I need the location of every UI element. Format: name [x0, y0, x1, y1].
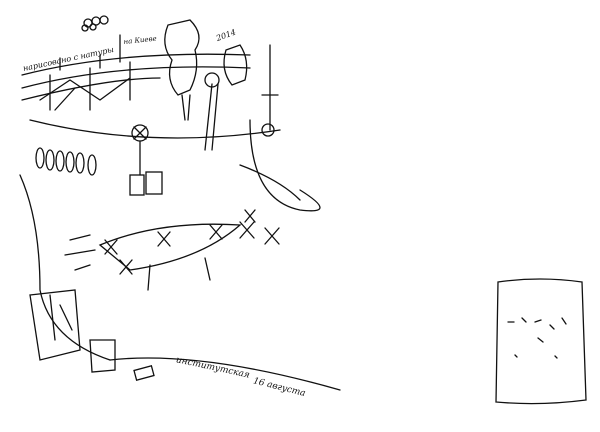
debris — [29, 234, 155, 381]
roads — [19, 119, 341, 391]
road-sign — [131, 124, 149, 176]
small-sketch — [495, 278, 587, 405]
bridge — [21, 34, 251, 111]
barricade — [98, 209, 280, 291]
trees — [164, 19, 279, 151]
tyres — [35, 147, 97, 176]
bins — [129, 171, 163, 196]
street-lamps — [81, 15, 109, 32]
